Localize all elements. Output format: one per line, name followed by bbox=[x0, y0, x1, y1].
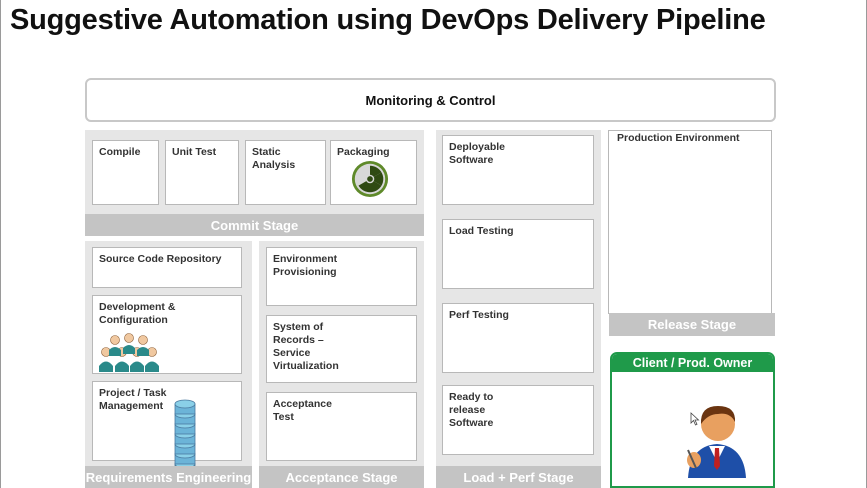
team-icon bbox=[99, 333, 159, 372]
project-task-management-cell: Project / Task Management bbox=[92, 381, 242, 479]
production-environment-label: Production Environment bbox=[617, 132, 740, 144]
perf-testing-label: Perf Testing bbox=[449, 309, 509, 321]
load-testing-cell: Load Testing bbox=[442, 219, 594, 289]
source-code-repository-cell: Source Code Repository bbox=[92, 247, 242, 288]
packaging-cell: Packaging bbox=[330, 140, 417, 205]
business-person-icon bbox=[687, 406, 746, 478]
acceptance-stage-panel: Environment Provisioning System of Recor… bbox=[259, 241, 424, 488]
commit-stage-band: Commit Stage bbox=[85, 214, 424, 236]
acceptance-stage-label: Acceptance Stage bbox=[285, 469, 398, 485]
client-prod-owner-box: Client / Prod. Owner bbox=[610, 352, 775, 488]
commit-stage-panel: Compile Unit Test Static Analysis Packag… bbox=[85, 130, 424, 236]
commit-stage-label: Commit Stage bbox=[210, 217, 299, 233]
release-stage-label: Release Stage bbox=[647, 317, 737, 332]
project-task-management-label: Project / Task Management bbox=[99, 387, 167, 412]
acceptance-test-label: Acceptance Test bbox=[273, 398, 332, 423]
development-configuration-cell: Development & Configuration bbox=[92, 295, 242, 374]
slide-title: Suggestive Automation using DevOps Deliv… bbox=[10, 4, 766, 36]
environment-provisioning-label: Environment Provisioning bbox=[273, 253, 338, 278]
radiation-icon bbox=[351, 160, 389, 198]
deployable-software-label: Deployable Software bbox=[449, 141, 506, 166]
acceptance-stage-band: Acceptance Stage bbox=[259, 466, 424, 488]
ready-to-release-label: Ready to release Software bbox=[449, 391, 494, 429]
release-stage-band: Release Stage bbox=[609, 313, 775, 336]
deployable-software-cell: Deployable Software bbox=[442, 135, 594, 205]
release-stage-panel: Release Stage bbox=[609, 313, 775, 336]
static-analysis-cell: Static Analysis bbox=[245, 140, 326, 205]
acceptance-test-cell: Acceptance Test bbox=[266, 392, 417, 461]
production-environment-cell: Production Environment bbox=[608, 130, 772, 314]
unit-test-cell: Unit Test bbox=[165, 140, 239, 205]
monitoring-control-label: Monitoring & Control bbox=[365, 92, 496, 108]
perf-testing-cell: Perf Testing bbox=[442, 303, 594, 373]
requirements-engineering-band: Requirements Engineering bbox=[85, 466, 252, 488]
development-configuration-label: Development & Configuration bbox=[99, 301, 176, 326]
compile-label: Compile bbox=[99, 146, 141, 158]
client-prod-owner-header: Client / Prod. Owner bbox=[612, 354, 773, 372]
load-perf-stage-label: Load + Perf Stage bbox=[463, 469, 574, 485]
load-testing-label: Load Testing bbox=[449, 225, 514, 237]
requirements-engineering-label: Requirements Engineering bbox=[85, 469, 252, 485]
system-of-records-cell: System of Records – Service Virtualizati… bbox=[266, 315, 417, 383]
mouse-cursor-icon bbox=[690, 412, 700, 426]
packaging-label: Packaging bbox=[337, 146, 390, 158]
frame-left-edge bbox=[0, 0, 1, 488]
system-of-records-label: System of Records – Service Virtualizati… bbox=[273, 321, 339, 372]
load-perf-stage-band: Load + Perf Stage bbox=[436, 466, 601, 488]
client-prod-owner-label: Client / Prod. Owner bbox=[632, 356, 753, 370]
environment-provisioning-cell: Environment Provisioning bbox=[266, 247, 417, 306]
compile-cell: Compile bbox=[92, 140, 159, 205]
ready-to-release-cell: Ready to release Software bbox=[442, 385, 594, 455]
requirements-engineering-panel: Source Code Repository Development & Con… bbox=[85, 241, 252, 488]
unit-test-label: Unit Test bbox=[172, 146, 217, 158]
source-code-repository-label: Source Code Repository bbox=[99, 253, 222, 265]
static-analysis-label: Static Analysis bbox=[252, 146, 296, 171]
load-perf-stage-panel: Deployable Software Load Testing Perf Te… bbox=[436, 130, 601, 488]
monitoring-control-box: Monitoring & Control bbox=[85, 78, 776, 122]
